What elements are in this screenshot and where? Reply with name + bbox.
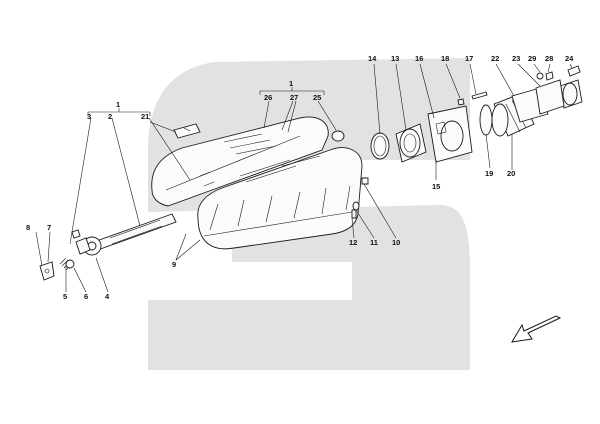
bracket-group-1-top [259, 87, 325, 95]
callout-17: 17 [465, 54, 473, 63]
callout-4: 4 [105, 292, 110, 301]
callout-14: 14 [368, 54, 377, 63]
callout-7: 7 [47, 223, 51, 232]
callout-18: 18 [441, 54, 449, 63]
callout-27: 27 [290, 93, 298, 102]
callout-6: 6 [84, 292, 88, 301]
duct-23 [535, 79, 565, 115]
callout-10: 10 [392, 238, 400, 247]
washer-29 [536, 72, 544, 80]
callout-28: 28 [545, 54, 553, 63]
fuel-rail-assembly [71, 213, 177, 256]
nut-28 [545, 71, 554, 81]
sensor-24 [559, 65, 583, 109]
callout-23: 23 [512, 54, 520, 63]
callout-19: 19 [485, 169, 493, 178]
intake-manifold-lower [197, 147, 363, 250]
callout-1-top: 1 [289, 79, 293, 88]
bolt-12 [351, 209, 357, 219]
bolt-18 [457, 98, 465, 106]
bracket-8 [39, 261, 55, 281]
callout-12: 12 [349, 238, 357, 247]
direction-arrow-icon [511, 315, 562, 343]
callout-2: 2 [108, 112, 112, 121]
washer-11 [352, 201, 360, 211]
callout-15: 15 [432, 182, 440, 191]
spring-6 [59, 257, 73, 271]
clamp-19 [479, 104, 493, 136]
callout-26: 26 [264, 93, 272, 102]
callout-29: 29 [528, 54, 536, 63]
callout-20: 20 [507, 169, 515, 178]
callout-11: 11 [370, 238, 378, 247]
bolt-10 [361, 177, 369, 185]
callout-3: 3 [87, 112, 91, 121]
callout-labels: 1 1 2 3 4 5 6 7 8 9 10 11 12 13 14 15 16… [26, 54, 574, 301]
cap-25 [331, 130, 345, 142]
callout-24: 24 [565, 54, 574, 63]
callout-8: 8 [26, 223, 30, 232]
callout-16: 16 [415, 54, 423, 63]
flange-13 [395, 123, 427, 163]
callout-9: 9 [172, 260, 176, 269]
callout-5: 5 [63, 292, 67, 301]
callout-22: 22 [491, 54, 499, 63]
emblem-plate [173, 123, 201, 139]
callout-13: 13 [391, 54, 399, 63]
bolt-17 [471, 91, 488, 100]
callout-25: 25 [313, 93, 321, 102]
bracket-group-1-left [87, 108, 151, 116]
callout-21: 21 [141, 112, 149, 121]
callout-1: 1 [116, 100, 120, 109]
throttle-body-16 [427, 105, 473, 163]
bushing-5 [65, 259, 75, 269]
leader-lines [35, 63, 573, 293]
intake-cover-upper [151, 116, 329, 207]
